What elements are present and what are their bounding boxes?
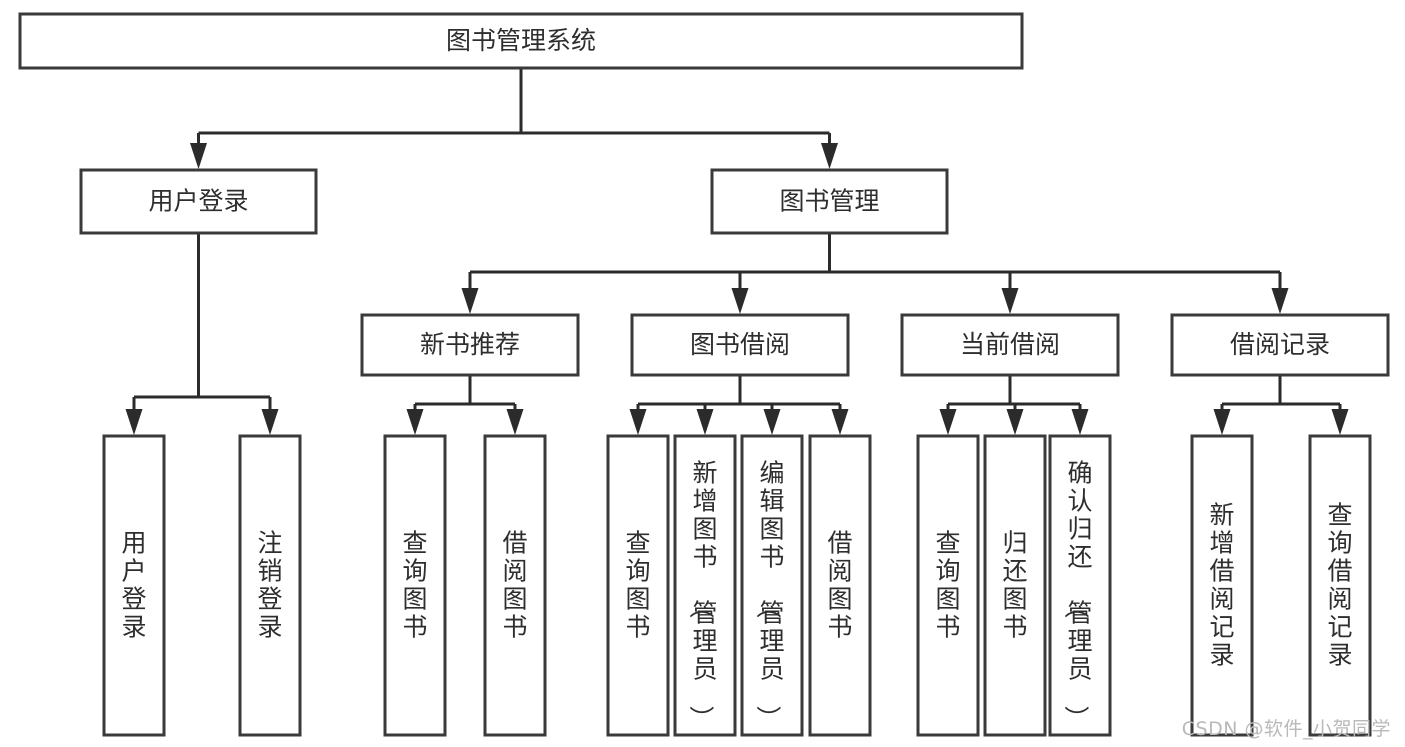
node-label: 当前借阅: [960, 330, 1060, 359]
node-box: [1308, 434, 1372, 737]
connector-group: [1213, 375, 1349, 435]
node-label: 编辑图书（管理员）: [753, 459, 784, 731]
node-box: [673, 434, 737, 737]
node-login[interactable]: 用户登录: [79, 168, 318, 235]
node-leaf-bw-query[interactable]: 查询图书: [606, 434, 670, 737]
node-box: [102, 434, 166, 737]
node-box: [18, 12, 1024, 70]
node-label: 借阅记录: [1230, 330, 1330, 359]
node-box: [900, 313, 1120, 377]
node-box: [1170, 313, 1390, 377]
node-box: [483, 434, 547, 737]
node-records[interactable]: 借阅记录: [1170, 313, 1390, 377]
node-label: 查询图书: [402, 529, 427, 642]
node-leaf-bw-borrow[interactable]: 借阅图书: [808, 434, 872, 737]
connector-group: [629, 375, 849, 435]
node-label: 注销登录: [257, 529, 282, 642]
node-leaf-nb-query[interactable]: 查询图书: [383, 434, 447, 737]
node-label: 借阅图书: [827, 529, 852, 642]
node-borrow[interactable]: 图书借阅: [630, 313, 850, 377]
node-root[interactable]: 图书管理系统: [18, 12, 1024, 70]
node-label: 图书管理: [779, 187, 879, 216]
node-box: [238, 434, 302, 737]
node-leaf-user-login[interactable]: 用户登录: [102, 434, 166, 737]
connector-group: [125, 233, 279, 435]
node-box: [916, 434, 980, 737]
node-current[interactable]: 当前借阅: [900, 313, 1120, 377]
node-label: 归还图书: [1002, 529, 1027, 642]
node-newbook[interactable]: 新书推荐: [360, 313, 580, 377]
node-label: 新增借阅记录: [1209, 501, 1234, 670]
connector-group: [461, 233, 1289, 314]
node-label: 图书管理系统: [446, 26, 596, 55]
node-label: 确认归还（管理员）: [1061, 459, 1092, 731]
node-leaf-bw-add[interactable]: 新增图书（管理员）: [673, 434, 737, 737]
node-box: [740, 434, 804, 737]
node-box: [606, 434, 670, 737]
node-box: [983, 434, 1047, 737]
node-label: 用户登录: [148, 187, 248, 216]
node-leaf-nb-borrow[interactable]: 借阅图书: [483, 434, 547, 737]
node-bookmgmt[interactable]: 图书管理: [710, 168, 949, 235]
node-leaf-rec-query[interactable]: 查询借阅记录: [1308, 434, 1372, 737]
node-box: [808, 434, 872, 737]
node-label: 查询借阅记录: [1327, 501, 1352, 670]
node-label: 用户登录: [121, 529, 146, 642]
connector-layer: [125, 68, 1349, 435]
node-layer: 图书管理系统用户登录图书管理新书推荐图书借阅当前借阅借阅记录用户登录注销登录查询…: [18, 12, 1390, 737]
node-box: [1048, 434, 1112, 737]
connector-group: [190, 68, 838, 169]
node-box: [383, 434, 447, 737]
node-label: 图书借阅: [690, 330, 790, 359]
connector-group: [406, 375, 524, 435]
node-leaf-bw-edit[interactable]: 编辑图书（管理员）: [740, 434, 804, 737]
node-box: [1190, 434, 1254, 737]
node-leaf-cur-confirm[interactable]: 确认归还（管理员）: [1048, 434, 1112, 737]
node-label: 借阅图书: [502, 529, 527, 642]
node-box: [630, 313, 850, 377]
connector-group: [939, 375, 1089, 435]
node-label: 查询图书: [625, 529, 650, 642]
node-leaf-cur-query[interactable]: 查询图书: [916, 434, 980, 737]
node-box: [710, 168, 949, 235]
node-box: [360, 313, 580, 377]
node-label: 新增图书（管理员）: [686, 459, 717, 731]
node-leaf-user-logout[interactable]: 注销登录: [238, 434, 302, 737]
node-leaf-rec-add[interactable]: 新增借阅记录: [1190, 434, 1254, 737]
node-label: 查询图书: [935, 529, 960, 642]
node-label: 新书推荐: [420, 330, 520, 359]
node-box: [79, 168, 318, 235]
node-leaf-cur-return[interactable]: 归还图书: [983, 434, 1047, 737]
